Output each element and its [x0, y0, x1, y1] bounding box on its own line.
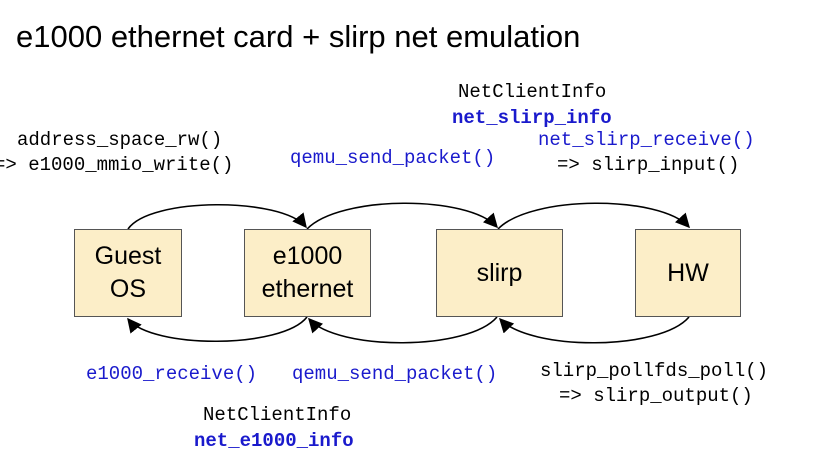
net-e1000-info-label: net_e1000_info — [194, 430, 354, 452]
slirp-input-label: => slirp_input() — [557, 154, 740, 176]
guest-os-box: Guest OS — [74, 229, 182, 317]
page-title: e1000 ethernet card + slirp net emulatio… — [16, 19, 581, 54]
e1000-label-line1: e1000 — [272, 242, 343, 270]
hw-label: HW — [667, 258, 709, 287]
e1000-receive-label: e1000_receive() — [86, 363, 258, 385]
net-slirp-receive-label: net_slirp_receive() — [538, 129, 755, 151]
e1000-mmio-write-label: => e1000_mmio_write() — [0, 154, 234, 176]
address-space-rw-label: address_space_rw() — [17, 129, 223, 151]
e1000-ethernet-box: e1000 ethernet — [244, 229, 371, 317]
arrow-slirp-to-e1000 — [308, 316, 498, 344]
slirp-label: slirp — [476, 258, 523, 287]
net-client-info-bottom-label: NetClientInfo — [203, 404, 352, 426]
guest-os-label-line1: Guest — [94, 242, 162, 270]
arrow-e1000-to-guest — [127, 316, 308, 342]
slirp-pollfds-poll-label: slirp_pollfds_poll() — [540, 360, 769, 382]
net-client-info-top-label: NetClientInfo — [458, 81, 607, 103]
arrow-guest-to-e1000 — [127, 204, 307, 230]
slirp-output-label: => slirp_output() — [559, 385, 753, 407]
slirp-box: slirp — [436, 229, 563, 317]
qemu-send-packet-top-label: qemu_send_packet() — [290, 147, 496, 169]
arrow-slirp-to-hw — [497, 202, 690, 230]
hw-box: HW — [635, 229, 741, 317]
arrow-hw-to-slirp — [499, 316, 690, 344]
e1000-label-line2: ethernet — [261, 275, 354, 303]
net-slirp-info-label: net_slirp_info — [452, 107, 612, 129]
guest-os-label-line2: OS — [109, 275, 147, 303]
qemu-send-packet-bottom-label: qemu_send_packet() — [292, 363, 498, 385]
arrow-e1000-to-slirp — [306, 202, 498, 230]
